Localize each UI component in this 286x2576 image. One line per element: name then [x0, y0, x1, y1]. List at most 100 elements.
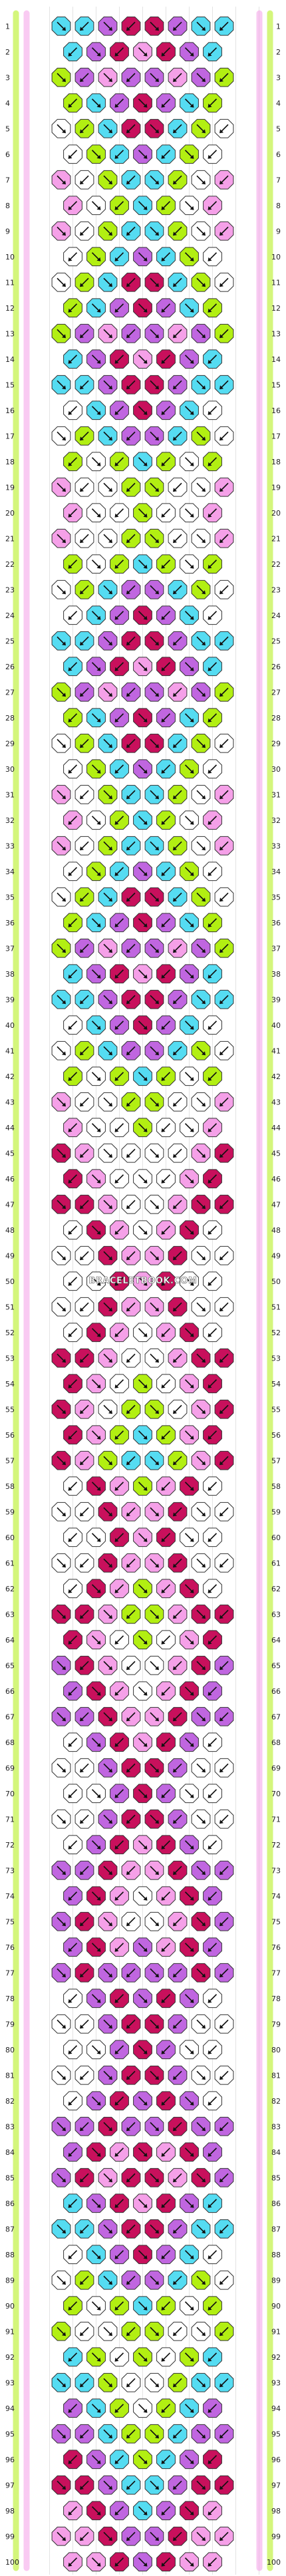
row-number-right: 100 — [267, 2558, 281, 2567]
knot — [180, 2347, 199, 2367]
knot — [203, 1118, 222, 1138]
knot-arrow-head — [126, 2127, 130, 2132]
knot — [144, 579, 164, 599]
knot-arrow-head — [126, 1461, 130, 1466]
knot-arrow-head — [219, 27, 223, 31]
knot-arrow-head — [108, 1717, 112, 1722]
knot — [63, 1528, 82, 1547]
knot-arrow — [69, 1533, 78, 1541]
knot-arrow — [115, 1225, 124, 1234]
knot-arrow — [127, 1814, 136, 1823]
knot-arrow — [220, 277, 229, 286]
knot-arrow — [115, 1379, 124, 1388]
knot-arrow-head — [208, 308, 212, 313]
knot-arrow-head — [161, 615, 166, 620]
knot — [133, 401, 152, 420]
knot-arrow — [150, 2122, 158, 2130]
knot — [98, 682, 118, 702]
knot-arrow — [184, 1277, 194, 1285]
knot-arrow — [162, 1891, 171, 1900]
knot-arrow — [80, 1353, 89, 1362]
knot — [168, 2270, 188, 2290]
knot — [203, 452, 222, 472]
knot — [121, 1348, 141, 1368]
knot-arrow-head — [208, 462, 212, 466]
knot — [144, 170, 164, 190]
knot — [51, 1706, 71, 1726]
knot-arrow — [138, 2096, 147, 2105]
knot — [180, 2450, 199, 2470]
knot-arrow-head — [219, 1205, 223, 1209]
knot — [121, 733, 141, 753]
knot-arrow — [91, 2199, 100, 2207]
knot-arrow-head — [202, 846, 206, 851]
row-number-right: 31 — [271, 790, 281, 799]
knot-arrow — [57, 841, 65, 850]
knot-arrow — [127, 738, 136, 747]
knot — [86, 2245, 106, 2265]
knot — [121, 2475, 141, 2495]
knot — [203, 298, 222, 318]
knot-arrow-head — [161, 462, 166, 466]
knot — [63, 247, 82, 267]
knot-arrow — [184, 2352, 194, 2361]
knot-arrow — [127, 1609, 136, 1618]
knot-arrow — [184, 2301, 194, 2310]
knot-arrow — [220, 1404, 229, 1413]
knot-arrow — [150, 1507, 158, 1516]
knot-arrow — [184, 1994, 194, 2003]
knot — [180, 93, 199, 113]
knot-arrow-head — [208, 1384, 212, 1388]
knot-arrow-head — [80, 2076, 84, 2080]
knot-arrow — [220, 841, 229, 850]
knot-arrow — [220, 431, 229, 440]
knot-arrow — [103, 585, 112, 593]
row-number-left: 50 — [5, 1277, 15, 1286]
knot — [203, 2347, 222, 2367]
knot-arrow — [127, 2531, 136, 2540]
knot-arrow — [127, 2173, 136, 2181]
knot — [51, 2168, 71, 2187]
row-number-left: 48 — [5, 1226, 15, 1235]
knot — [156, 349, 176, 369]
knot-arrow-head — [202, 539, 206, 544]
knot-arrow — [115, 816, 124, 824]
knot-arrow-head — [62, 283, 66, 287]
knot — [121, 528, 141, 548]
knot-arrow — [174, 841, 182, 850]
knot-arrow — [57, 2327, 65, 2335]
knot-arrow-head — [126, 693, 130, 697]
knot — [191, 1758, 211, 1778]
knot — [168, 1502, 188, 1522]
knot-arrow-head — [202, 2537, 206, 2541]
knot-arrow-head — [62, 1000, 66, 1005]
knot — [86, 708, 106, 728]
knot-arrow — [91, 2352, 100, 2361]
knot-arrow — [57, 687, 65, 696]
knot-arrow-head — [68, 1076, 72, 1081]
knot-arrow — [57, 226, 65, 235]
knot — [86, 554, 106, 574]
knot-arrow-head — [202, 129, 206, 134]
knot — [98, 477, 118, 497]
knot-arrow-head — [143, 1384, 148, 1388]
knot — [74, 2475, 94, 2495]
knot — [203, 1630, 222, 1650]
knot-arrow-head — [108, 2127, 112, 2132]
knot — [191, 375, 211, 395]
knot-arrow — [174, 1712, 182, 1720]
knot-arrow — [57, 1763, 65, 1772]
knot — [63, 2450, 82, 2470]
knot — [133, 913, 152, 933]
knot — [214, 2526, 234, 2546]
knot — [156, 1630, 176, 1650]
knot — [121, 2116, 141, 2136]
knot-arrow-head — [173, 846, 177, 851]
knot — [214, 2065, 234, 2085]
knot-arrow-head — [208, 206, 212, 210]
knot-arrow — [184, 457, 194, 466]
knot-arrow-head — [96, 1025, 101, 1030]
row-number-right: 67 — [271, 1712, 281, 1721]
knot-arrow — [208, 47, 217, 56]
knot-arrow-head — [161, 1025, 166, 1030]
